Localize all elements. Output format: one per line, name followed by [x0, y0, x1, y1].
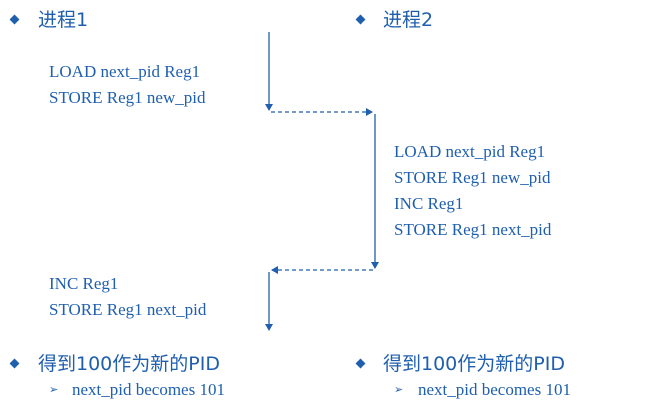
code-line: STORE Reg1 new_pid	[49, 88, 206, 107]
code-line: STORE Reg1 next_pid	[49, 300, 207, 319]
process1-title: 进程1	[38, 9, 89, 31]
code-line: LOAD next_pid Reg1	[49, 62, 201, 81]
process2-title: 进程2	[383, 9, 434, 31]
arrowhead-bullet-icon: ➢	[49, 383, 59, 396]
code-line: STORE Reg1 next_pid	[394, 220, 552, 239]
process1-code-block-1: LOAD next_pid Reg1 STORE Reg1 new_pid	[49, 59, 205, 111]
code-line: LOAD next_pid Reg1	[394, 142, 546, 161]
conclusion-left-title: 得到100作为新的PID	[38, 353, 220, 375]
arrowhead-bullet-icon: ➢	[394, 383, 404, 396]
process1-code-block-2: INC Reg1 STORE Reg1 next_pid	[49, 271, 206, 323]
code-line: INC Reg1	[394, 194, 464, 213]
code-line: INC Reg1	[49, 274, 119, 293]
process2-code-block: LOAD next_pid Reg1 STORE Reg1 new_pid IN…	[394, 139, 551, 243]
code-line: STORE Reg1 new_pid	[394, 168, 551, 187]
conclusion-left-detail: next_pid becomes 101	[72, 380, 225, 399]
conclusion-right-title: 得到100作为新的PID	[383, 353, 565, 375]
conclusion-right-detail: next_pid becomes 101	[418, 380, 571, 399]
